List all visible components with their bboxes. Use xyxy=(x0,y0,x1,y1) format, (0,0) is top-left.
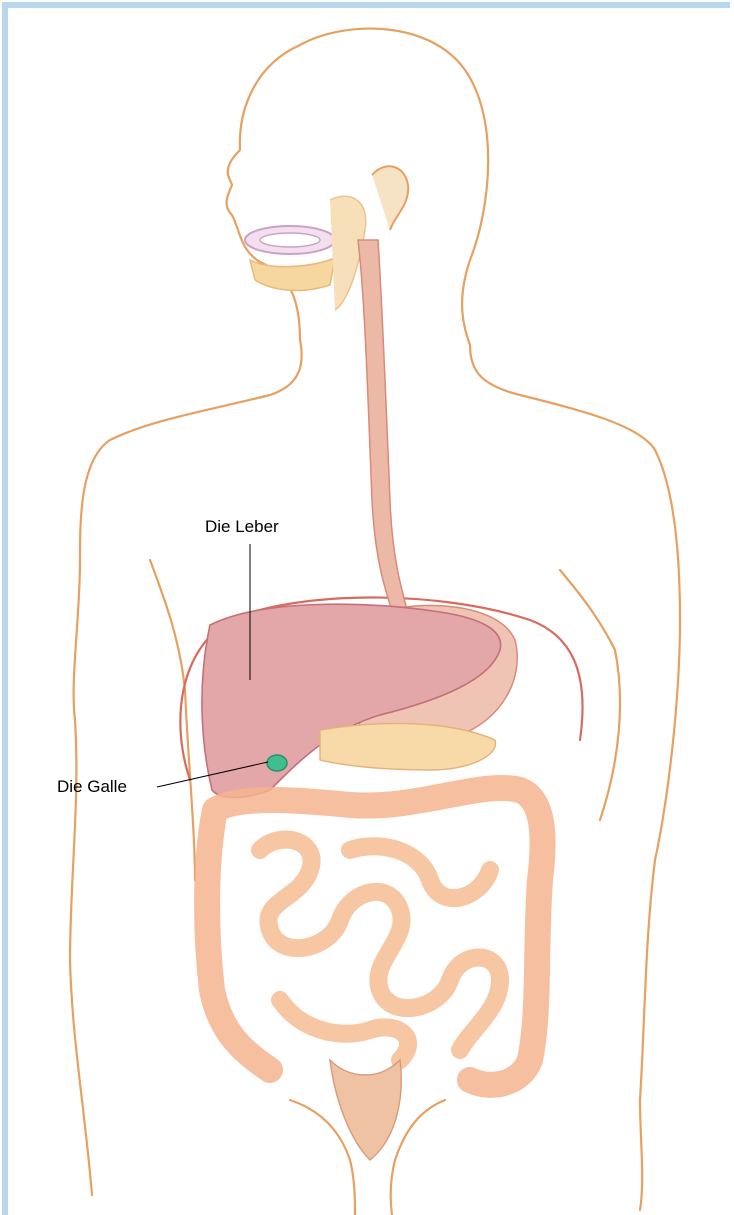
mouth-region xyxy=(245,196,366,310)
rectum xyxy=(330,1060,401,1160)
gallbladder xyxy=(267,755,287,771)
ear xyxy=(372,166,408,230)
esophagus xyxy=(358,240,410,620)
small-intestine xyxy=(260,840,500,1060)
label-liver: Die Leber xyxy=(205,517,279,537)
large-intestine xyxy=(207,788,543,1085)
label-gallbladder: Die Galle xyxy=(57,777,127,797)
